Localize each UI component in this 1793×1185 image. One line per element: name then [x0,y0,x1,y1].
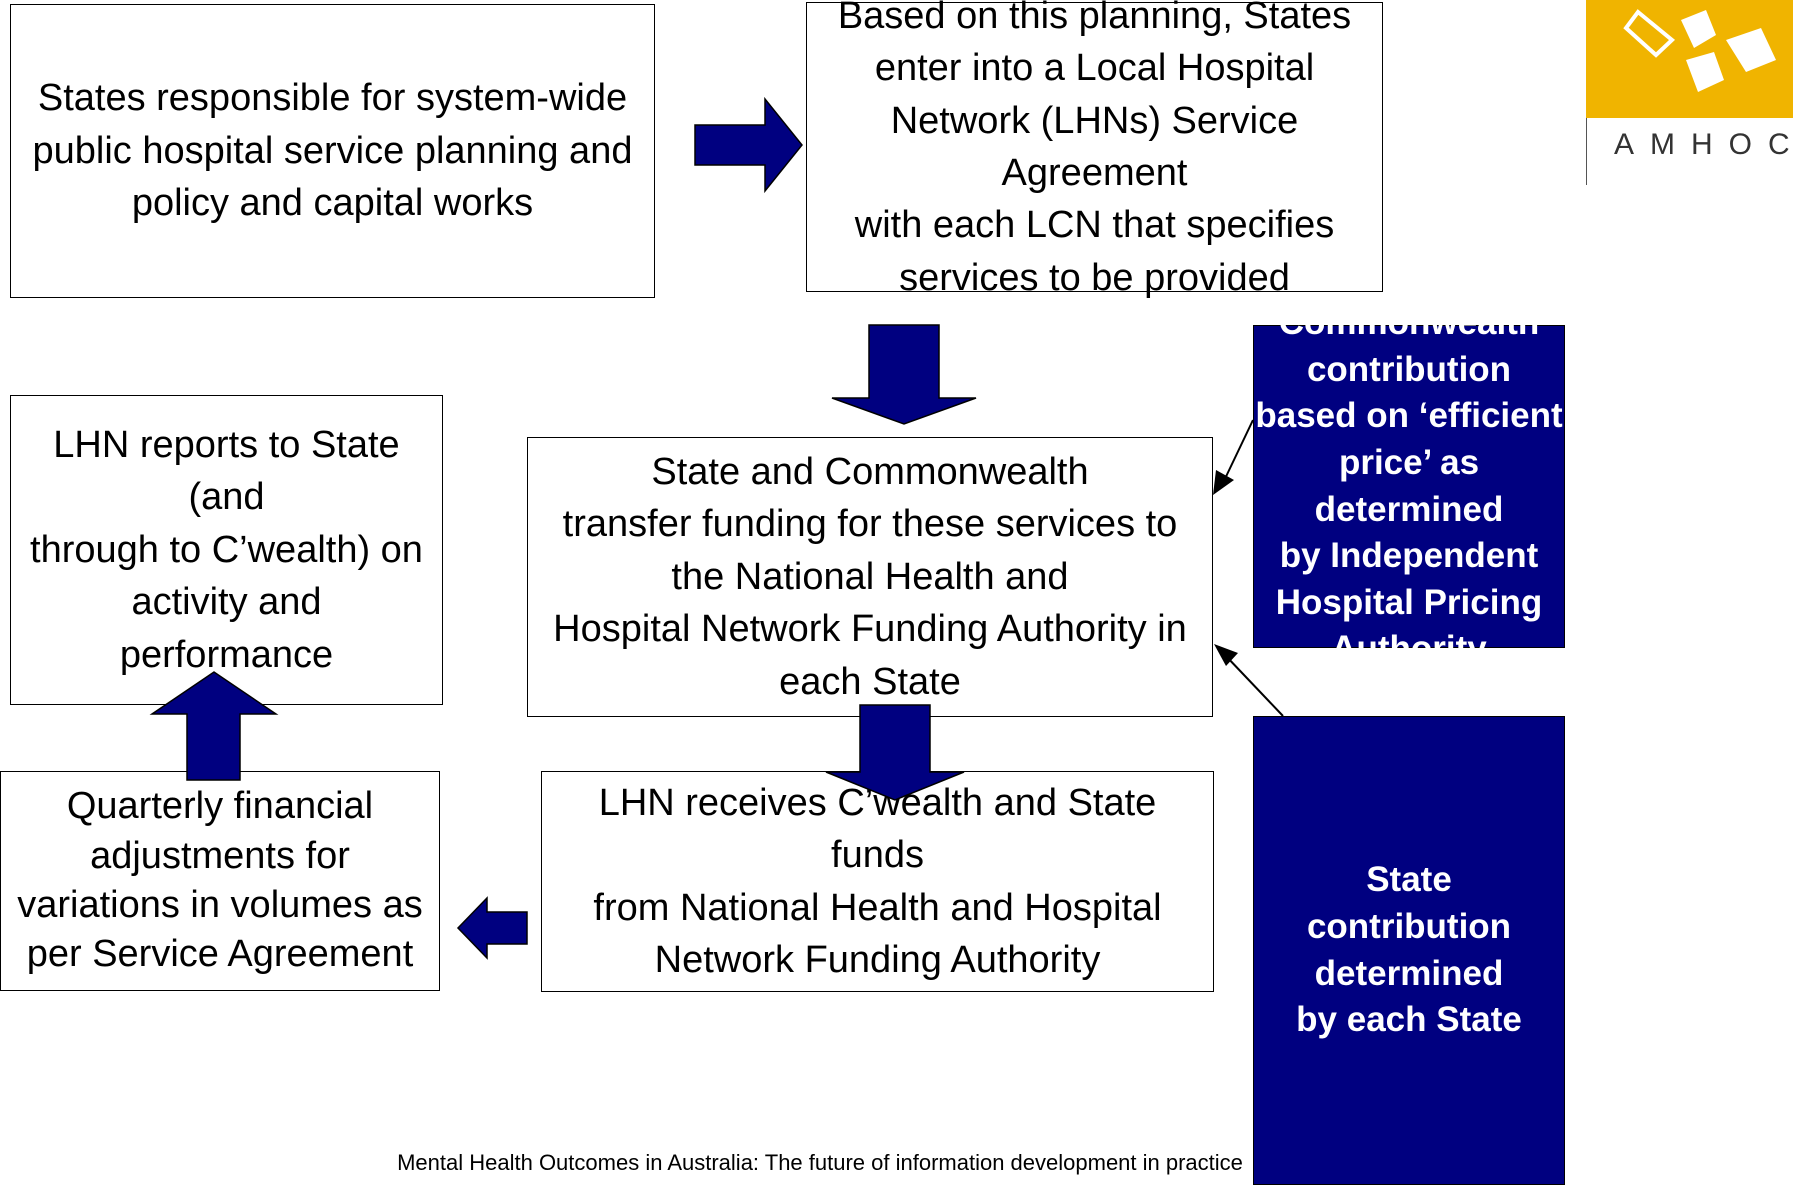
commonwealth-contribution-callout: Commonwealth contribution based on ‘effi… [1253,303,1565,668]
transfer-funding-box: State and Commonwealth transfer funding … [527,437,1213,717]
footer-caption: Mental Health Outcomes in Australia: The… [397,1150,1243,1175]
connector-commonwealth-to-transfer [1221,419,1254,486]
lhn-reports-box: LHN reports to State (and through to C’w… [10,395,443,705]
connector-commonwealth-arrowhead [1213,470,1234,495]
arrow-down-agreement-to-transfer [831,324,977,425]
state-contribution-callout: State contribution determined by each St… [1253,716,1565,1185]
service-agreement-box: Based on this planning, States enter int… [806,0,1383,299]
transfer-funding-text: State and Commonwealth transfer funding … [553,450,1187,703]
state-planning-text: States responsible for system-wide publi… [32,77,633,225]
connector-state-to-transfer [1224,654,1284,717]
connector-state-arrowhead [1214,644,1238,666]
service-agreement-text: Based on this planning, States enter int… [837,0,1352,299]
arrow-left-receives-to-quarterly [456,896,528,960]
quarterly-adjustments-box: Quarterly financial adjustments for vari… [0,771,440,991]
lhn-reports-text: LHN reports to State (and through to C’w… [30,423,423,676]
quarterly-adjustments-text: Quarterly financial adjustments for vari… [17,785,423,976]
amhocn-logo [1585,0,1793,185]
logo-text: AMHOCN [1614,128,1793,161]
arrow-down-transfer-to-receives [825,704,965,801]
arrow-up-quarterly-to-reports [149,671,279,781]
lhn-receives-text: LHN receives C’wealth and State funds fr… [593,781,1162,981]
commonwealth-contribution-text: Commonwealth contribution based on ‘effi… [1255,303,1563,669]
state-planning-box: States responsible for system-wide publi… [10,4,655,298]
lhn-receives-box: LHN receives C’wealth and State funds fr… [541,771,1214,992]
arrow-right-planning-to-agreement [694,96,803,194]
state-contribution-text: State contribution determined by each St… [1296,860,1522,1040]
